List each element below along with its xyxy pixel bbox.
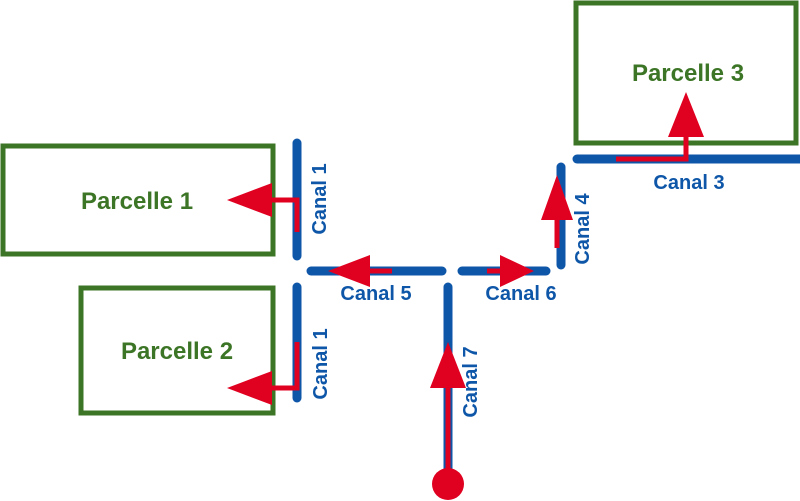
canal-1-upper-label: Canal 1 [309, 163, 331, 234]
flow-arrow-parcel-2-shaft [262, 342, 300, 391]
parcel-3-label: Parcelle 3 [632, 60, 744, 87]
canal-5-label: Canal 5 [340, 283, 411, 305]
flow-arrowhead-canal-5 [328, 255, 370, 287]
flow-arrow-parcel-3-shaft [616, 132, 689, 162]
flow-arrowhead-parcel-1 [227, 183, 272, 217]
flow-arrow-parcel-1-shaft [262, 197, 300, 232]
canal-7-label: Canal 7 [460, 346, 482, 417]
canal-3-label: Canal 3 [653, 172, 724, 194]
canal-4-label: Canal 4 [572, 193, 594, 265]
water-source-point [432, 468, 464, 500]
canal-1-lower-label: Canal 1 [310, 328, 332, 399]
flow-arrowhead-parcel-2 [227, 371, 272, 405]
flow-arrowhead-canal-7 [430, 342, 466, 388]
flow-arrowhead-canal-4 [541, 175, 573, 220]
flow-arrowhead-canal-6 [500, 255, 534, 287]
parcel-1-label: Parcelle 1 [81, 188, 193, 215]
parcel-2-box [78, 285, 276, 416]
flow-arrowhead-parcel-3 [668, 92, 704, 137]
canal-6-label: Canal 6 [485, 283, 556, 305]
parcel-2-label: Parcelle 2 [121, 338, 233, 365]
